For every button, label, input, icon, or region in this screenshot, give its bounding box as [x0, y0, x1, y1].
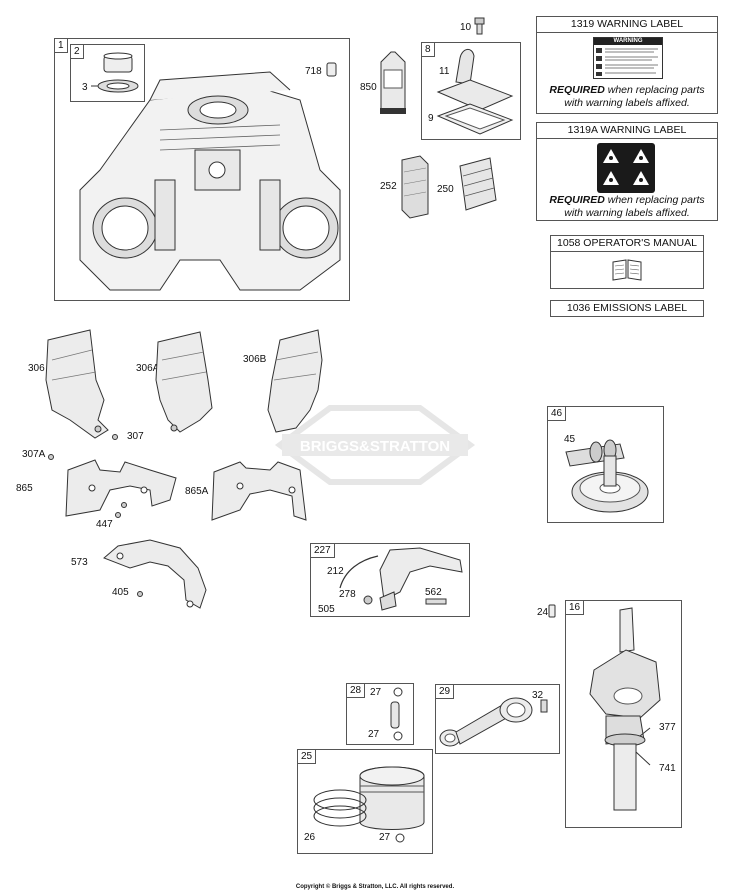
warning-1319a-required-bold: REQUIRED — [549, 194, 605, 206]
tag-227: 227 — [311, 544, 335, 558]
camshaft-box — [547, 406, 664, 523]
callout-850: 850 — [360, 82, 377, 93]
warning-1319a-required: REQUIRED when replacing parts — [537, 194, 717, 207]
callout-27-lower: 27 — [368, 729, 380, 740]
callout-32: 32 — [532, 690, 544, 701]
manual-1058-panel: 1058 OPERATOR'S MANUAL — [550, 235, 704, 289]
tag-46: 46 — [548, 407, 567, 421]
callout-741: 741 — [659, 763, 676, 774]
warning-1319a-required-line2-text: with warning labels affixed. — [564, 207, 690, 219]
watermark-text: BRIGGS&STRATTON — [300, 438, 450, 455]
warning-1319-required-line2-text: with warning labels affixed. — [564, 97, 690, 109]
copyright-footer: Copyright © Briggs & Stratton, LLC. All … — [295, 884, 455, 890]
manual-1058-title: 1058 OPERATOR'S MANUAL — [550, 235, 704, 252]
callout-9: 9 — [428, 113, 434, 124]
callout-252: 252 — [380, 181, 397, 192]
crankcase-box — [54, 38, 350, 301]
warning-1319a-required-rest: when replacing parts — [604, 194, 705, 206]
callout-865: 865 — [16, 483, 33, 494]
callout-26: 26 — [304, 832, 316, 843]
tag-16: 16 — [566, 601, 585, 615]
callout-573: 573 — [71, 557, 88, 568]
warning-1319a-required-line2: with warning labels affixed. — [537, 207, 717, 220]
breather-box — [421, 42, 521, 140]
callout-307a: 307A — [22, 449, 46, 460]
callout-505: 505 — [318, 604, 335, 615]
tag-8: 8 — [422, 43, 435, 57]
callout-278: 278 — [339, 589, 356, 600]
warning-1319a-panel: 1319A WARNING LABEL REQUIRED when replac… — [536, 122, 718, 221]
tag-29: 29 — [436, 685, 455, 699]
tag-2: 2 — [71, 45, 84, 59]
warning-1319-title: 1319 WARNING LABEL — [536, 16, 718, 33]
warning-1319-required: REQUIRED when replacing parts — [537, 84, 717, 97]
warning-1319-required-bold: REQUIRED — [549, 84, 605, 96]
callout-306: 306 — [28, 363, 45, 374]
callout-447: 447 — [96, 519, 113, 530]
piston-box — [297, 749, 433, 854]
callout-24: 24 — [537, 607, 549, 618]
callout-10: 10 — [460, 22, 472, 33]
callout-212: 212 — [327, 566, 344, 577]
callout-306a: 306A — [136, 363, 160, 374]
callout-3: 3 — [82, 82, 88, 93]
emissions-1036-panel: 1036 EMISSIONS LABEL — [550, 300, 704, 317]
callout-45: 45 — [564, 434, 576, 445]
warning-1319-sticker-head: WARNING — [594, 38, 662, 45]
warning-1319-required-line2: with warning labels affixed. — [537, 97, 717, 110]
callout-307: 307 — [127, 431, 144, 442]
seal-box — [70, 44, 145, 102]
callout-27-upper: 27 — [370, 687, 382, 698]
warning-1319-sticker-lines — [596, 48, 658, 76]
briggs-stratton-watermark-logo: BRIGGS&STRATTON — [274, 405, 476, 485]
callout-11: 11 — [439, 66, 450, 77]
callout-27-piston: 27 — [379, 832, 391, 843]
piston-pin-box — [346, 683, 414, 745]
callout-377: 377 — [659, 722, 676, 733]
callout-718: 718 — [305, 66, 322, 77]
callout-250: 250 — [437, 184, 454, 195]
crankshaft-box — [565, 600, 682, 828]
tag-25: 25 — [298, 750, 317, 764]
warning-1319a-sticker — [597, 143, 655, 193]
callout-405: 405 — [112, 587, 129, 598]
callout-865a: 865A — [185, 486, 209, 497]
callout-306b: 306B — [243, 354, 267, 365]
connecting-rod-box — [435, 684, 560, 754]
tag-28: 28 — [347, 684, 366, 698]
warning-1319-required-rest: when replacing parts — [604, 84, 705, 96]
warning-1319a-title: 1319A WARNING LABEL — [536, 122, 718, 139]
warning-1319-panel: 1319 WARNING LABEL WARNING REQUIRED when… — [536, 16, 718, 114]
book-icon — [612, 259, 642, 281]
governor-box — [310, 543, 470, 617]
warning-1319-sticker: WARNING — [593, 37, 663, 79]
callout-562: 562 — [425, 587, 442, 598]
tag-1: 1 — [55, 39, 68, 53]
